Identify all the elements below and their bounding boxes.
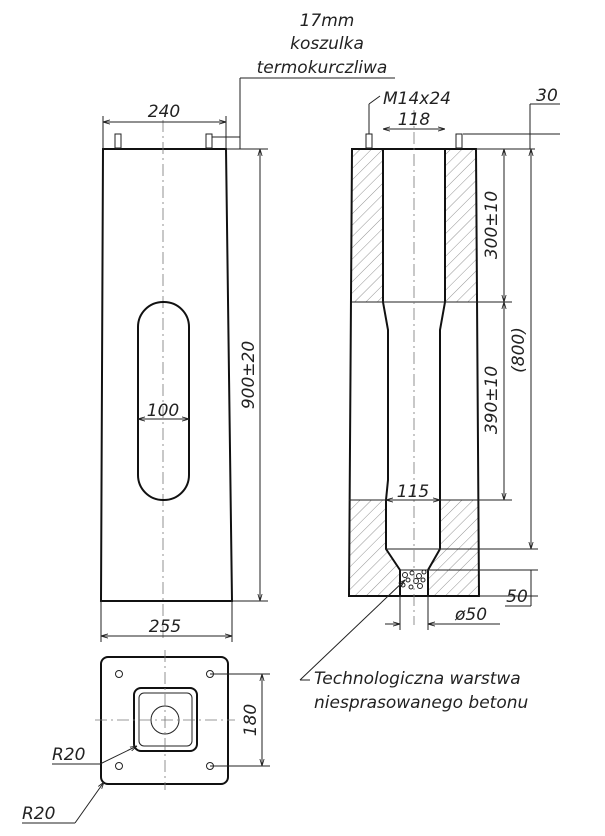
plan-inner-edge [138,692,193,747]
front-slot [137,301,190,501]
right-wall-upper [445,149,476,302]
bottom-width-label: 255 [149,617,181,637]
plan-view: 180 R20 R20 [22,650,270,824]
inner-radius-label: R20 [52,745,85,765]
hole-bottom-label: 115 [397,482,429,502]
plan-dim-label: 180 [241,704,261,736]
plan-bolt-tl-icon [115,670,123,678]
left-bolt-icon [114,133,122,149]
height-label: 900±20 [239,341,259,409]
section-right-bolt-icon [455,133,463,149]
note-line1: Technologiczna warstwa [314,669,521,689]
sleeve-word2-label: termokurczliwa [257,58,388,78]
plan-bolt-bl-icon [115,762,123,770]
hole-top-label: 118 [398,110,431,130]
sleeve-word1-label: koszulka [290,34,364,54]
gravel-layer [400,569,427,590]
section-left-bolt-icon [365,133,373,149]
front-view: 240 100 255 900±20 17mm koszulka termoku… [99,11,395,642]
right-bolt-icon [205,133,213,149]
bolt-label: M14x24 [383,89,451,109]
technology-note: Technologiczna warstwa niesprasowanego b… [299,580,529,713]
channel-left-wall [382,149,401,596]
sleeve-size-label: 17mm [300,11,355,31]
plan-inner [133,687,198,752]
base-right [428,500,479,596]
bottom-offset-label: 50 [506,587,528,607]
top-width-label: 240 [148,102,180,122]
channel-right-wall [427,149,446,596]
bolt-leader-tip [368,95,381,105]
plan-outer [100,656,229,785]
note-line2: niesprasowanego betonu [314,693,529,713]
inner-radius-leader [99,746,137,765]
upper-section-label: 300±10 [482,191,502,259]
overall-inner-label: (800) [509,327,529,373]
outer-radius-leader [74,782,104,824]
slot-width-label: 100 [147,401,179,421]
outer-radius-label: R20 [22,804,55,824]
note-leader [299,580,405,681]
left-wall-upper [352,149,383,302]
front-outline [99,148,234,602]
middle-section-label: 390±10 [482,366,502,434]
section-view: M14x24 118 30 300±10 390±10 (800) 50 115 [347,86,560,630]
top-offset-label: 30 [536,86,558,106]
drain-diameter-label: ø50 [454,605,487,625]
base-left [349,500,400,596]
